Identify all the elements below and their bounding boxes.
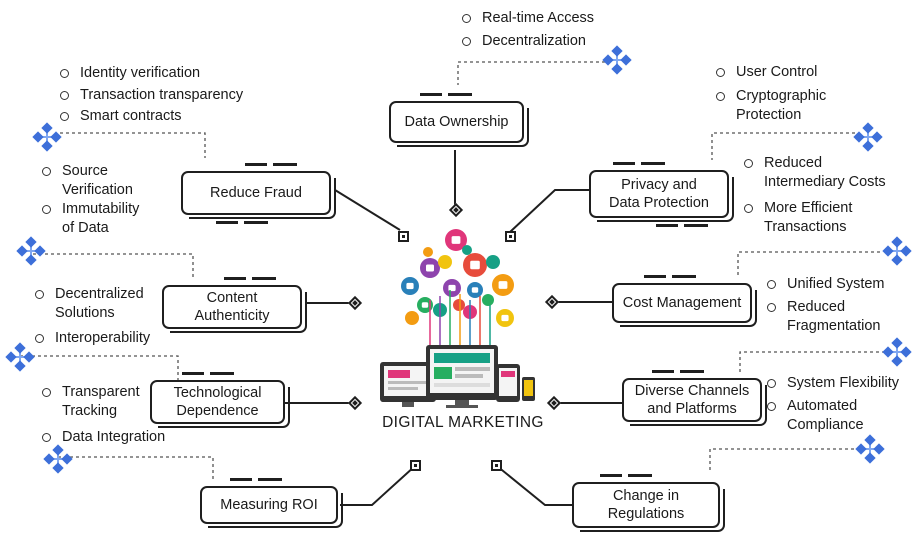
connector-measuring-roi (340, 465, 416, 506)
box-change-regulations: Change in Regulations (572, 482, 725, 532)
box-accent (613, 162, 665, 165)
box-accent (420, 93, 472, 96)
marketing-icon-bubble (482, 294, 494, 306)
box-reduce-fraud: Reduce Fraud (181, 171, 336, 219)
box-data-ownership: Data Ownership (389, 101, 529, 147)
blockchain-icon (855, 434, 885, 464)
marketing-icon-bubble (453, 299, 465, 311)
box-content-authenticity: Content Authenticity (162, 285, 307, 333)
center-title: DIGITAL MARKETING (382, 414, 544, 431)
bullet-item: Identity verification (60, 64, 200, 83)
node-square (410, 460, 421, 471)
node-square (491, 460, 502, 471)
bullet-item: Reduced Intermediary Costs (744, 154, 886, 192)
blockchain-icon (602, 45, 632, 75)
bullet-item: System Flexibility (767, 374, 899, 393)
box-accent (652, 370, 704, 373)
bullet-item: Reduced Fragmentation (767, 298, 881, 336)
bullet-item: Automated Compliance (767, 397, 864, 435)
bullet-item: Real-time Access (462, 9, 594, 28)
bullet-item: Transaction transparency (60, 86, 243, 105)
box-label: Diverse Channels and Platforms (634, 382, 750, 417)
box-measuring-roi: Measuring ROI (200, 486, 343, 528)
marketing-icon-bubble (486, 255, 500, 269)
blockchain-icon (882, 236, 912, 266)
box-accent (656, 224, 708, 227)
node-square (505, 231, 516, 242)
box-label: Measuring ROI (220, 496, 318, 513)
marketing-icon-bubble (405, 311, 419, 325)
bullet-item: More Efficient Transactions (744, 199, 852, 237)
connector-change-regulations (496, 465, 582, 506)
bullet-item: Smart contracts (60, 107, 182, 126)
bullet-item: User Control (716, 63, 817, 82)
marketing-icon-bubble (423, 247, 433, 257)
box-label: Change in Regulations (607, 487, 685, 522)
box-accent (224, 277, 276, 280)
connector-reduce-fraud (334, 189, 401, 231)
box-label: Technological Dependence (173, 384, 262, 419)
bullet-item: Interoperability (35, 329, 150, 348)
box-label: Reduce Fraud (210, 184, 302, 201)
box-accent (230, 478, 282, 481)
box-label: Content Authenticity (194, 289, 270, 324)
blockchain-icon (43, 444, 73, 474)
box-accent (644, 275, 696, 278)
connector-privacy (509, 189, 590, 233)
box-accent (216, 221, 268, 224)
box-diverse-channels: Diverse Channels and Platforms (622, 378, 767, 426)
blockchain-icon (882, 337, 912, 367)
bullet-item: Source Verification (42, 162, 133, 200)
box-label: Data Ownership (404, 113, 509, 130)
bullet-item: Unified System (767, 275, 885, 294)
blockchain-icon (32, 122, 62, 152)
marketing-icon-bubble (462, 245, 472, 255)
bullet-item: Immutability of Data (42, 200, 139, 238)
node-square (398, 231, 409, 242)
blockchain-icons (5, 45, 912, 474)
box-privacy-data-protection: Privacy and Data Protection (589, 170, 734, 222)
bullet-item: Cryptographic Protection (716, 87, 826, 125)
marketing-icon-bubble (438, 255, 452, 269)
box-cost-management: Cost Management (612, 283, 757, 327)
box-label: Cost Management (622, 294, 742, 311)
digital-marketing-illustration (380, 229, 535, 408)
box-technological-dependence: Technological Dependence (150, 380, 290, 428)
blockchain-icon (5, 342, 35, 372)
blockchain-icon (853, 122, 883, 152)
blockchain-icon (16, 236, 46, 266)
box-accent (245, 163, 297, 166)
box-label: Privacy and Data Protection (609, 176, 709, 211)
box-accent (182, 372, 234, 375)
box-accent (600, 474, 652, 477)
bullet-item: Decentralization (462, 32, 586, 51)
bullet-item: Decentralized Solutions (35, 285, 144, 323)
bullet-item: Data Integration (42, 428, 165, 447)
bullet-item: Transparent Tracking (42, 383, 140, 421)
